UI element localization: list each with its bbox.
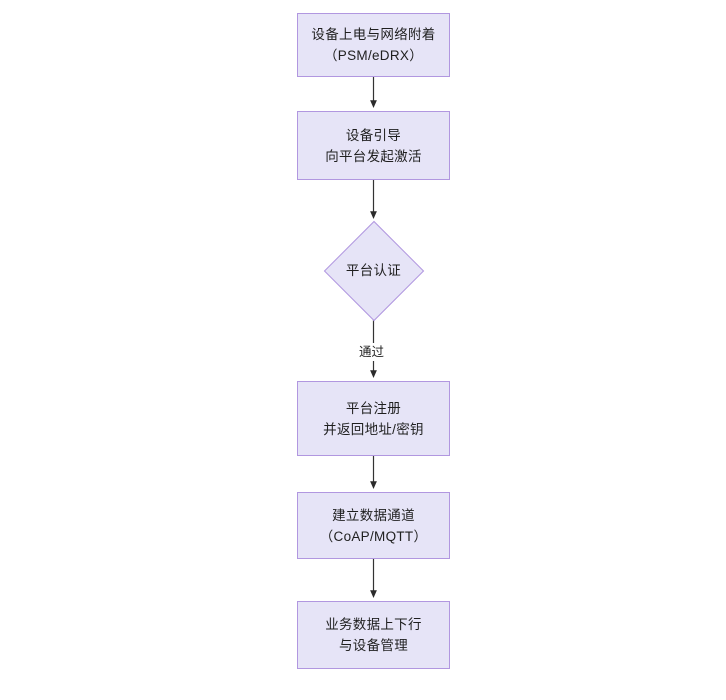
node-label-line1: 平台认证 [345,262,402,278]
node-label-line1: 建立数据通道 [332,507,415,523]
edge-label-pass: 通过 [357,343,387,361]
node-label-line1: 设备上电与网络附着 [311,27,436,42]
node-platform-auth-decision[interactable]: 平台认证 [322,220,425,321]
node-platform-register[interactable]: 平台注册 并返回地址/密钥 [297,381,450,456]
node-label-line2: 与设备管理 [339,638,408,653]
node-label-line1: 设备引导 [345,127,402,143]
node-label-line2: 并返回地址/密钥 [323,421,424,437]
node-label-line1: 平台注册 [345,400,402,416]
node-establish-data-channel[interactable]: 建立数据通道 （CoAP/MQTT） [297,492,450,559]
node-business-data-and-device-management[interactable]: 业务数据上下行 与设备管理 [297,601,450,669]
node-label-line2: （PSM/eDRX） [323,48,424,63]
node-label-line1: 业务数据上下行 [325,617,422,632]
node-label-line2: （CoAP/MQTT） [319,528,428,544]
node-device-power-on[interactable]: 设备上电与网络附着 （PSM/eDRX） [297,13,450,77]
node-label-line2: 向平台发起激活 [325,148,422,164]
node-device-bootstrap[interactable]: 设备引导 向平台发起激活 [297,111,450,180]
